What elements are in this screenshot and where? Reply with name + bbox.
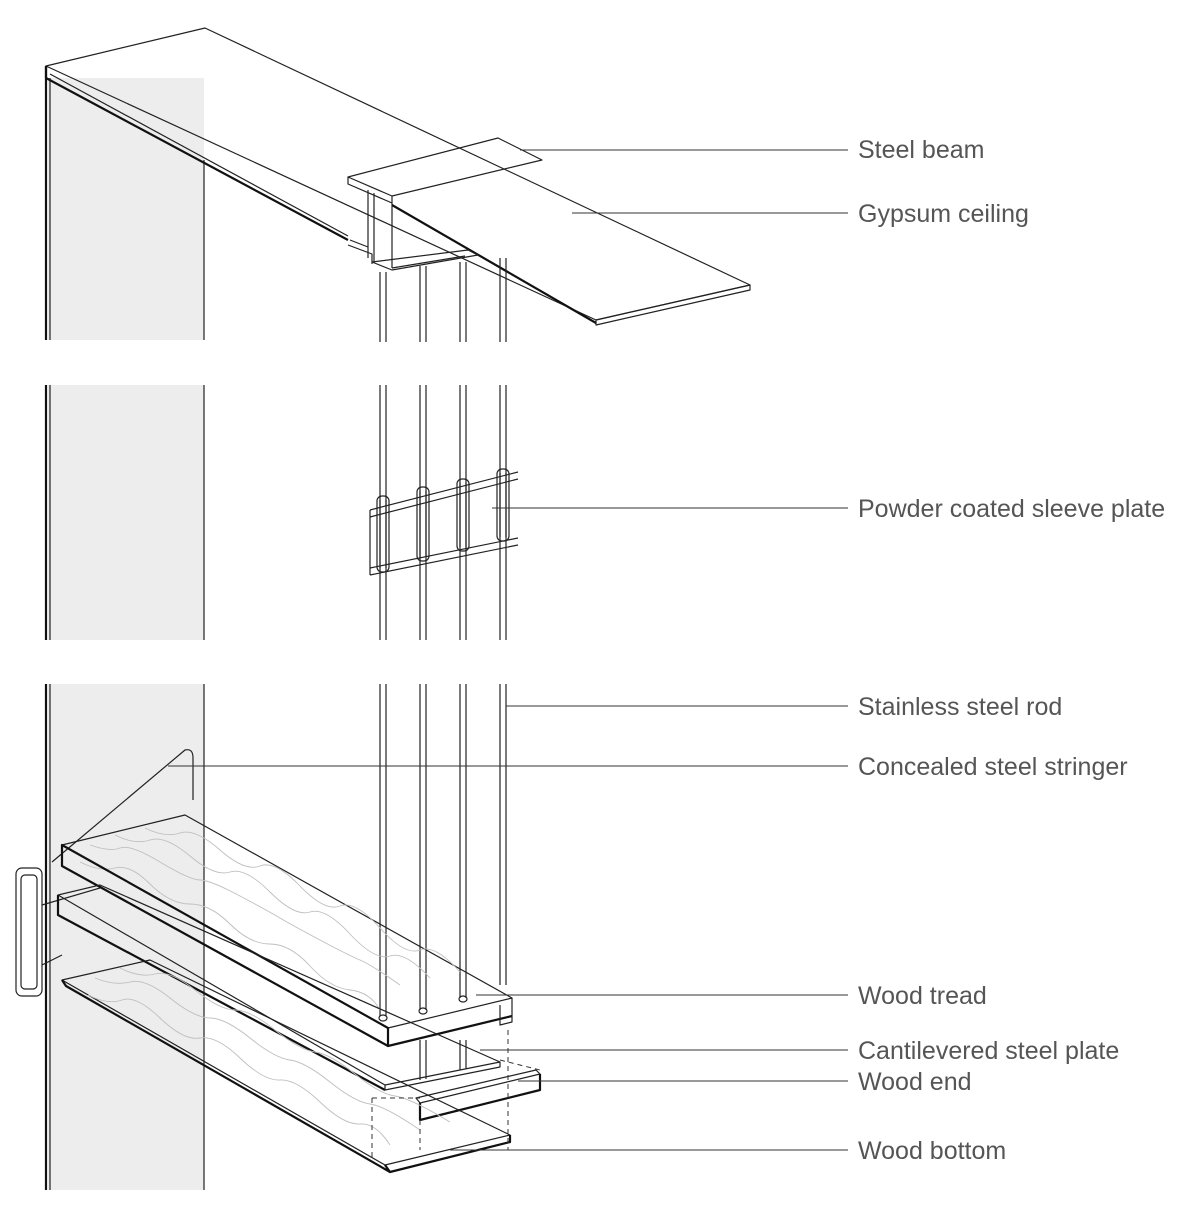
sleeve-plate-top-edge — [369, 471, 519, 518]
rod-hole — [458, 995, 468, 1003]
plate-front-edge — [56, 895, 386, 1091]
steel-rod — [419, 266, 427, 1010]
label-steel-plate: Cantilevered steel plate — [858, 1037, 1119, 1065]
wall-segment-upper — [48, 78, 204, 340]
label-wood-end: Wood end — [858, 1068, 972, 1096]
sleeve-tube — [376, 495, 390, 573]
beam-bottom-edge — [391, 255, 466, 269]
labels: Steel beam Gypsum ceiling Powder coated … — [858, 136, 1165, 1165]
tread-end-lip — [499, 998, 513, 1026]
beam-flange-edge — [347, 177, 393, 204]
ceiling-left-edge — [44, 66, 349, 241]
steel-rod — [459, 262, 467, 998]
ceiling-underside-line — [49, 73, 349, 237]
tread-wood-grain — [79, 827, 461, 1011]
sleeve-plate-bottom-edge — [369, 537, 519, 576]
label-wood-bottom: Wood bottom — [858, 1137, 1006, 1165]
stringer-outline — [51, 749, 194, 863]
ceiling-right-thickness — [391, 204, 597, 324]
wall-segment-middle — [48, 385, 204, 640]
concealed-steel-stringer — [15, 749, 194, 997]
rod-hole — [378, 1014, 388, 1022]
label-sleeve-plate: Powder coated sleeve plate — [858, 495, 1165, 523]
rod-hole — [418, 1007, 428, 1015]
steel-beam — [347, 137, 543, 271]
stainless-steel-rods — [379, 258, 507, 1016]
guide-line — [499, 1059, 541, 1071]
beam-web — [367, 190, 375, 262]
label-gypsum-ceiling: Gypsum ceiling — [858, 200, 1029, 228]
tread-bottom-edge — [387, 1014, 513, 1048]
beam-bottom-flange — [371, 249, 479, 271]
sleeve-plate — [369, 468, 519, 576]
wood-end-face — [418, 1074, 542, 1122]
wood-tread — [60, 814, 513, 1048]
wood-bottom — [61, 959, 512, 1174]
steel-rod — [499, 258, 507, 985]
stringer-bracket-inner — [20, 874, 38, 990]
sleeve-tube — [416, 486, 430, 562]
label-stringer: Concealed steel stringer — [858, 753, 1128, 781]
plate-rod-stubs — [419, 1040, 467, 1080]
beam-top-flange — [347, 137, 543, 197]
gypsum-ceiling — [44, 27, 751, 326]
leader-lines — [168, 149, 848, 1151]
wall-segment-lower — [48, 684, 204, 1190]
beam-bottom-flange-left — [347, 239, 373, 264]
wood-bottom-grain — [87, 967, 451, 1146]
label-steel-rod: Stainless steel rod — [858, 693, 1062, 721]
label-steel-beam: Steel beam — [858, 136, 984, 164]
wood-bottom-end-edge — [389, 1135, 512, 1174]
ceiling-front-edge — [595, 284, 751, 326]
wood-bottom-front-edge — [61, 979, 392, 1174]
steel-rod — [379, 272, 387, 1016]
stringer-bracket — [15, 867, 43, 997]
wood-end — [415, 1069, 542, 1122]
wall — [44, 66, 205, 1190]
label-wood-tread: Wood tread — [858, 982, 987, 1010]
sleeve-tube — [496, 468, 510, 542]
stringer-connectors — [41, 887, 101, 966]
plate-end-edge — [384, 1062, 501, 1091]
sleeve-tube — [456, 478, 470, 552]
